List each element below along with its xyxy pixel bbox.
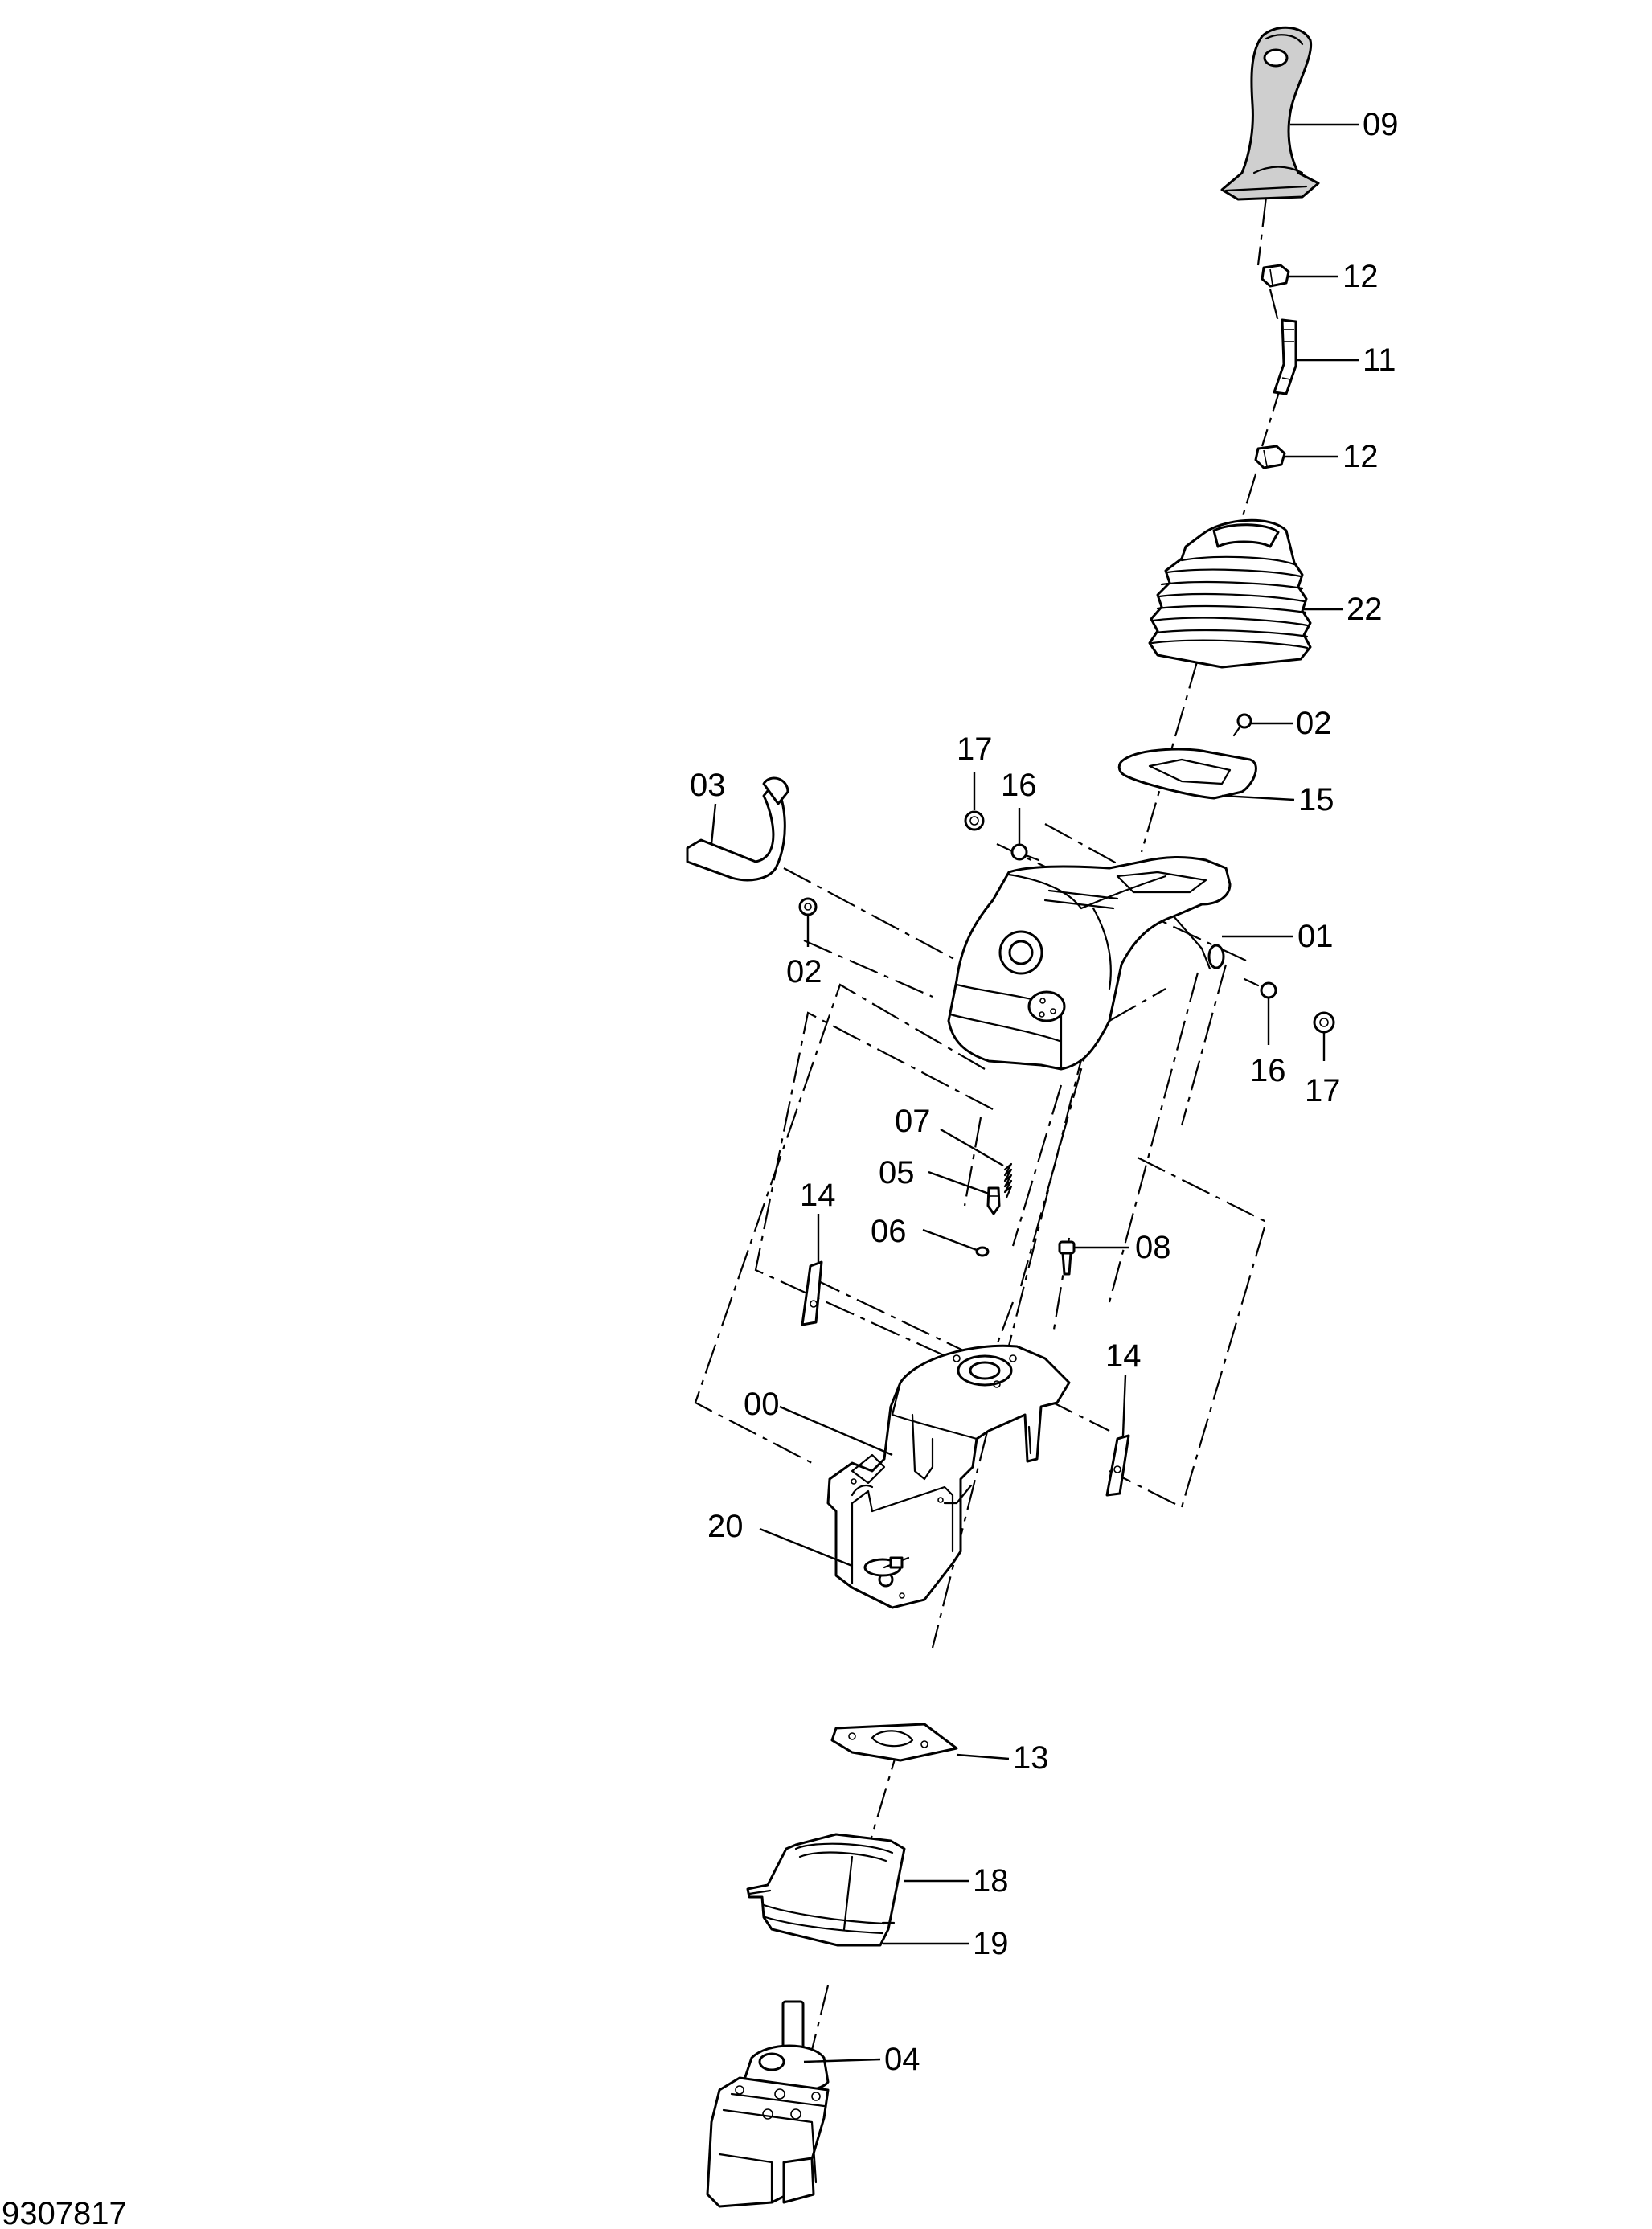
callout-04: 04 bbox=[884, 2042, 920, 2077]
callout-20: 20 bbox=[707, 1509, 744, 1544]
assembly-centerlines bbox=[783, 196, 1284, 2083]
gasket-plate bbox=[1117, 748, 1257, 800]
rubber-boot bbox=[1148, 518, 1312, 669]
nut-top bbox=[1261, 264, 1290, 288]
callout-11: 11 bbox=[1363, 342, 1396, 378]
bolt-upper-left bbox=[1010, 843, 1040, 862]
nut-lower bbox=[1254, 445, 1286, 469]
callout-06: 06 bbox=[871, 1214, 907, 1249]
callout-16-upper: 16 bbox=[1001, 768, 1037, 803]
nut-right bbox=[1313, 1011, 1335, 1034]
callout-12-lower: 12 bbox=[1343, 439, 1379, 474]
projection-boxes bbox=[694, 983, 1268, 1509]
callout-22: 22 bbox=[1347, 592, 1383, 627]
pilot-valve bbox=[706, 2000, 830, 2208]
spacer-plate-left bbox=[801, 1260, 823, 1326]
nut-upper-left bbox=[964, 810, 985, 831]
callout-19: 19 bbox=[973, 1926, 1009, 1961]
main-housing bbox=[947, 856, 1232, 1071]
callout-14-right: 14 bbox=[1105, 1338, 1142, 1374]
threaded-rod bbox=[1273, 318, 1297, 395]
callout-09: 09 bbox=[1363, 107, 1399, 142]
curved-strip bbox=[686, 776, 789, 882]
spring bbox=[1003, 1162, 1013, 1199]
callout-08: 08 bbox=[1135, 1230, 1171, 1265]
bolt-08 bbox=[1058, 1240, 1076, 1276]
callout-16-right: 16 bbox=[1250, 1053, 1286, 1088]
callout-12-top: 12 bbox=[1343, 259, 1379, 294]
spacer-plate-right bbox=[1105, 1434, 1130, 1497]
callout-05: 05 bbox=[879, 1155, 915, 1190]
callout-labels: 09 12 11 12 22 02 15 17 16 03 01 02 16 1… bbox=[690, 107, 1399, 2077]
screw-upper bbox=[1232, 713, 1252, 737]
screw-left bbox=[798, 897, 818, 916]
callout-17-right: 17 bbox=[1305, 1073, 1341, 1108]
boot-housing bbox=[746, 1833, 906, 1947]
callout-14-left: 14 bbox=[800, 1178, 836, 1213]
drawing-number: 9307817 bbox=[2, 2196, 127, 2229]
callout-02-left: 02 bbox=[786, 954, 822, 990]
joystick-handle bbox=[1220, 26, 1320, 201]
callout-01: 01 bbox=[1297, 919, 1334, 954]
plunger-pin bbox=[986, 1186, 1001, 1215]
callout-02-upper: 02 bbox=[1296, 706, 1332, 741]
leader-lines bbox=[710, 123, 1359, 2063]
callout-15: 15 bbox=[1298, 782, 1334, 817]
callout-07: 07 bbox=[895, 1104, 931, 1139]
callout-17-upper: 17 bbox=[957, 731, 993, 767]
callout-13: 13 bbox=[1013, 1740, 1049, 1776]
callout-00: 00 bbox=[744, 1387, 780, 1422]
retaining-ring bbox=[975, 1246, 990, 1257]
callout-03: 03 bbox=[690, 768, 726, 803]
callout-18: 18 bbox=[973, 1863, 1009, 1899]
flange-gasket bbox=[830, 1723, 958, 1762]
bolt-right bbox=[1243, 977, 1277, 999]
mounting-bracket bbox=[826, 1344, 1071, 1609]
